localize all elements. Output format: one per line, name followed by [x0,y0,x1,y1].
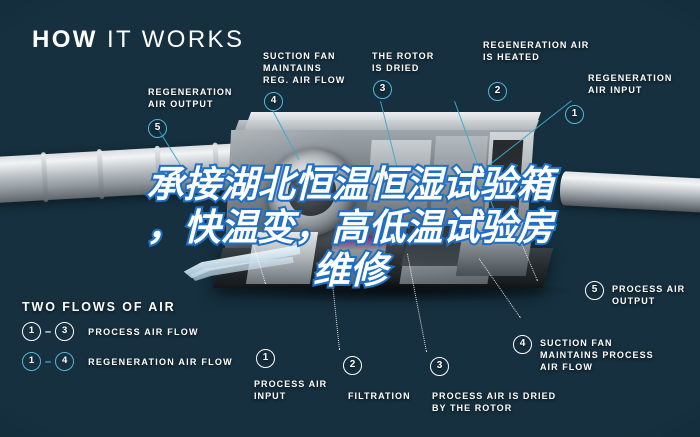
callout-regeneration-air-input-label: REGENERATION AIR INPUT [588,73,673,95]
legend-row-regeneration-air-flow: 1 – 4 REGENERATION AIR FLOW [22,352,233,371]
legend-dash-regeneration: – [45,355,52,368]
legend-marker-regeneration-from: 1 [22,352,41,371]
overlay-line-1: 承接湖北恒温恒湿试验箱 [145,161,556,208]
chinese-overlay-text: 承接湖北恒温恒湿试验箱 ，快温变，高低温试验房 维修 [0,161,700,294]
page-title: HOW IT WORKS [32,26,244,54]
marker-suction-fan-reg[interactable]: 4 [264,92,283,111]
marker-process-air-output[interactable]: 5 [585,281,604,300]
callout-process-air-output-label: PROCESS AIR OUTPUT [612,284,686,306]
marker-regeneration-air-output[interactable]: 5 [148,119,167,138]
callout-process-air-dried-label: PROCESS AIR IS DRIED BY THE ROTOR [432,391,557,413]
marker-process-air-input[interactable]: 1 [256,349,275,368]
page-title-light: IT WORKS [106,26,245,53]
legend-marker-process-to: 3 [55,322,75,341]
callout-filtration-label: FILTRATION [348,391,411,401]
callout-suction-fan-process-label: SUCTION FAN MAINTAINS PROCESS AIR FLOW [540,338,654,372]
marker-regeneration-air-heated[interactable]: 2 [488,82,507,101]
callout-suction-fan-reg-label: SUCTION FAN MAINTAINS REG. AIR FLOW [263,51,346,85]
legend-title: TWO FLOWS OF AIR [22,300,176,314]
overlay-line-2: ，快温变，高低温试验房 [145,204,556,251]
marker-filtration[interactable]: 2 [343,356,362,375]
marker-process-air-dried[interactable]: 3 [430,357,449,376]
callout-regeneration-air-heated-label: REGENERATION AIR IS HEATED [483,40,590,62]
legend-label-regeneration-air-flow: REGENERATION AIR FLOW [88,356,233,367]
overlay-line-3: 维修 [311,247,389,294]
legend-marker-regeneration-to: 4 [55,352,75,371]
legend-dash-process: – [45,325,52,338]
page-title-bold: HOW [32,26,98,53]
marker-regeneration-air-input[interactable]: 1 [565,105,584,124]
marker-rotor-is-dried[interactable]: 3 [373,80,392,99]
legend-row-process-air-flow: 1 – 3 PROCESS AIR FLOW [22,322,199,341]
legend-marker-process-from: 1 [22,322,41,341]
legend-label-process-air-flow: PROCESS AIR FLOW [88,326,199,337]
marker-suction-fan-process[interactable]: 4 [513,335,532,354]
callout-process-air-input-label: PROCESS AIR INPUT [254,379,328,401]
callout-regeneration-air-output-label: REGENERATION AIR OUTPUT [148,87,233,109]
callout-rotor-is-dried-label: THE ROTOR IS DRIED [372,51,435,73]
